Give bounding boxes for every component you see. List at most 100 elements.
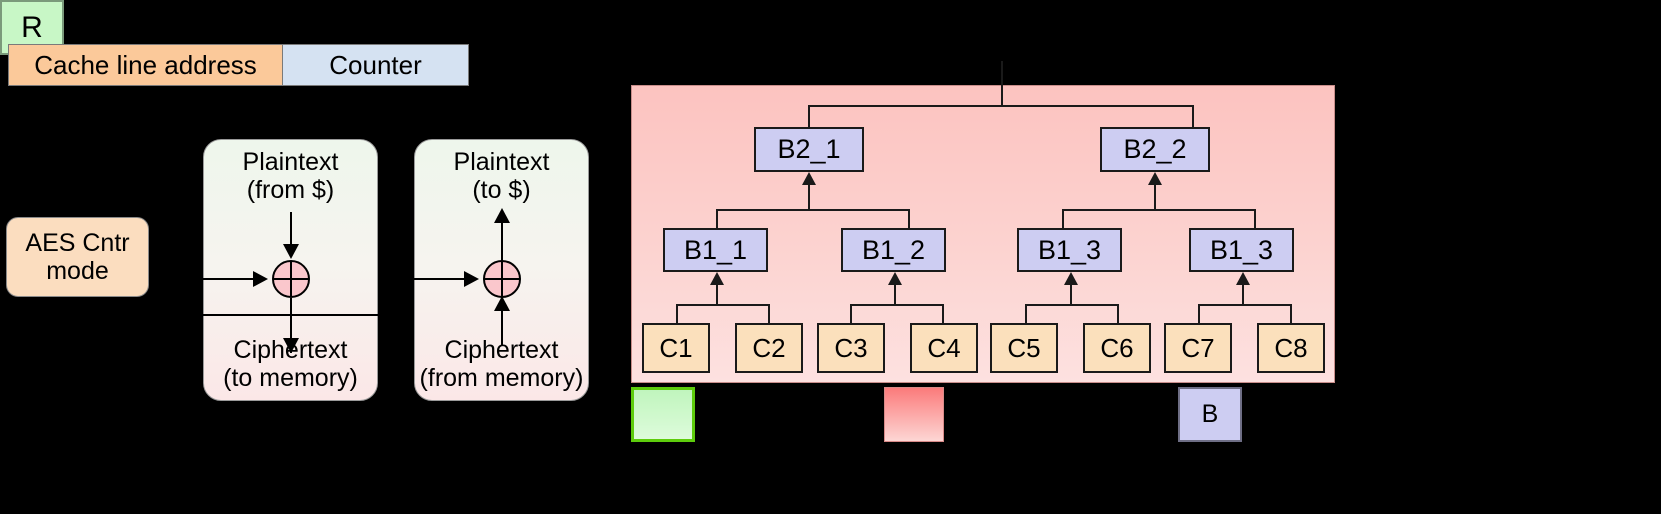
leaf-bus-3-wire bbox=[1025, 304, 1119, 306]
c2-stem-wire bbox=[768, 304, 770, 324]
tree-leaf-c4-label: C4 bbox=[927, 332, 961, 363]
b1-3-arrowhead bbox=[1064, 272, 1078, 285]
tree-root-label: R bbox=[21, 10, 43, 44]
encrypt-plaintext-arrowhead bbox=[283, 244, 299, 259]
b1-1-up-wire bbox=[716, 282, 718, 305]
encrypt-xor-icon bbox=[272, 260, 310, 298]
tree-leaf-c3: C3 bbox=[817, 323, 885, 373]
level2-right-drop-wire bbox=[1192, 105, 1194, 129]
aes-ctr-mode-box: AES Cntr mode bbox=[6, 217, 149, 297]
b2-1-arrowhead bbox=[802, 172, 816, 185]
c4-stem-wire bbox=[942, 304, 944, 324]
tree-leaf-c5-label: C5 bbox=[1007, 332, 1041, 363]
b1-2-drop-wire bbox=[908, 209, 910, 229]
decrypt-input-label-line1: Ciphertext bbox=[444, 336, 559, 364]
decrypt-xor-icon bbox=[483, 260, 521, 298]
decrypt-input-label-line2: (from memory) bbox=[419, 364, 584, 392]
tree-leaf-c3-label: C3 bbox=[834, 332, 868, 363]
root-stem-wire bbox=[1001, 61, 1003, 106]
decrypt-output-label-line1: Plaintext bbox=[453, 148, 550, 176]
tree-node-b1-1-label: B1_1 bbox=[683, 234, 748, 265]
tree-node-b1-4-label: B1_3 bbox=[1209, 234, 1274, 265]
tree-leaf-c8-label: C8 bbox=[1274, 332, 1308, 363]
tree-node-b1-3: B1_3 bbox=[1017, 228, 1122, 272]
tree-node-b1-1: B1_1 bbox=[663, 228, 768, 272]
tree-leaf-c4: C4 bbox=[910, 323, 978, 373]
b1-1-drop-wire bbox=[716, 209, 718, 229]
b1-4-arrowhead bbox=[1236, 272, 1250, 285]
legend-root-swatch bbox=[631, 387, 695, 442]
tree-leaf-c7: C7 bbox=[1164, 323, 1232, 373]
tree-leaf-c6: C6 bbox=[1083, 323, 1151, 373]
c5-stem-wire bbox=[1025, 304, 1027, 324]
tree-leaf-c2-label: C2 bbox=[752, 332, 786, 363]
encrypt-output-label-line1: Ciphertext bbox=[233, 336, 348, 364]
legend-tree-swatch bbox=[884, 387, 944, 442]
tree-leaf-c6-label: C6 bbox=[1100, 332, 1134, 363]
decrypt-keystream-arrowhead bbox=[464, 271, 479, 287]
tree-node-b1-3-label: B1_3 bbox=[1037, 234, 1102, 265]
tree-leaf-c5: C5 bbox=[990, 323, 1058, 373]
level1-bus-right-wire bbox=[1062, 209, 1256, 211]
legend-branch-swatch: B bbox=[1178, 387, 1242, 442]
cache-line-address-label: Cache line address bbox=[34, 49, 257, 80]
b1-3-drop-wire bbox=[1062, 209, 1064, 229]
level2-bus-wire bbox=[808, 105, 1194, 107]
b1-4-up-wire bbox=[1242, 282, 1244, 305]
b2-2-up-wire bbox=[1154, 182, 1156, 210]
c8-stem-wire bbox=[1290, 304, 1292, 324]
encrypt-keystream-wire bbox=[203, 278, 257, 280]
tree-leaf-c1-label: C1 bbox=[659, 332, 693, 363]
encrypt-ciphertext-bus bbox=[203, 314, 379, 316]
c3-stem-wire bbox=[850, 304, 852, 324]
tree-leaf-c2: C2 bbox=[735, 323, 803, 373]
tree-node-b2-2-label: B2_2 bbox=[1123, 134, 1187, 164]
b2-2-arrowhead bbox=[1148, 172, 1162, 185]
encrypt-plaintext-wire bbox=[290, 212, 292, 256]
leaf-bus-1-wire bbox=[676, 304, 770, 306]
counter-segment: Counter bbox=[282, 44, 469, 86]
tree-leaf-c1: C1 bbox=[642, 323, 710, 373]
decrypt-ciphertext-wire bbox=[501, 298, 503, 346]
level2-left-drop-wire bbox=[808, 105, 810, 129]
decrypt-output-label-line2: (to $) bbox=[472, 176, 531, 204]
encrypt-xor-panel: Plaintext (from $) Ciphertext (to memory… bbox=[203, 139, 379, 401]
encrypt-keystream-arrowhead bbox=[253, 271, 268, 287]
legend-branch-label: B bbox=[1201, 400, 1219, 428]
aes-label-line1: AES Cntr bbox=[25, 229, 130, 257]
tree-node-b2-2: B2_2 bbox=[1100, 127, 1210, 172]
leaf-bus-4-wire bbox=[1198, 304, 1292, 306]
counter-label: Counter bbox=[329, 49, 422, 80]
c6-stem-wire bbox=[1117, 304, 1119, 324]
tree-node-b1-2-label: B1_2 bbox=[861, 234, 926, 265]
tree-node-b2-1: B2_1 bbox=[754, 127, 864, 172]
b1-2-arrowhead bbox=[888, 272, 902, 285]
decrypt-plaintext-arrowhead bbox=[494, 208, 510, 223]
b1-2-up-wire bbox=[894, 282, 896, 305]
leaf-bus-2-wire bbox=[850, 304, 944, 306]
encrypt-ciphertext-wire bbox=[290, 298, 292, 353]
tree-leaf-c8: C8 bbox=[1257, 323, 1325, 373]
aes-label-line2: mode bbox=[46, 257, 109, 285]
tree-leaf-c7-label: C7 bbox=[1181, 332, 1215, 363]
encrypt-output-label-line2: (to memory) bbox=[223, 364, 358, 392]
decrypt-keystream-wire bbox=[414, 278, 468, 280]
level1-bus-left-wire bbox=[716, 209, 910, 211]
c7-stem-wire bbox=[1198, 304, 1200, 324]
decrypt-xor-panel: Plaintext (to $) Ciphertext (from memory… bbox=[414, 139, 589, 401]
encrypt-input-label-line2: (from $) bbox=[246, 176, 335, 204]
tree-node-b2-1-label: B2_1 bbox=[777, 134, 841, 164]
b2-1-up-wire bbox=[808, 182, 810, 210]
encrypt-ciphertext-arrowhead bbox=[283, 338, 299, 353]
cache-line-address-segment: Cache line address bbox=[8, 44, 283, 86]
tree-node-b1-4: B1_3 bbox=[1189, 228, 1294, 272]
c1-stem-wire bbox=[676, 304, 678, 324]
decrypt-ciphertext-arrowhead bbox=[494, 296, 510, 311]
tree-node-b1-2: B1_2 bbox=[841, 228, 946, 272]
b1-1-arrowhead bbox=[710, 272, 724, 285]
decrypt-plaintext-wire bbox=[501, 212, 503, 262]
encrypt-input-label-line1: Plaintext bbox=[242, 148, 339, 176]
b1-4-drop-wire bbox=[1254, 209, 1256, 229]
counter-block-bar: Cache line address Counter bbox=[8, 44, 470, 86]
